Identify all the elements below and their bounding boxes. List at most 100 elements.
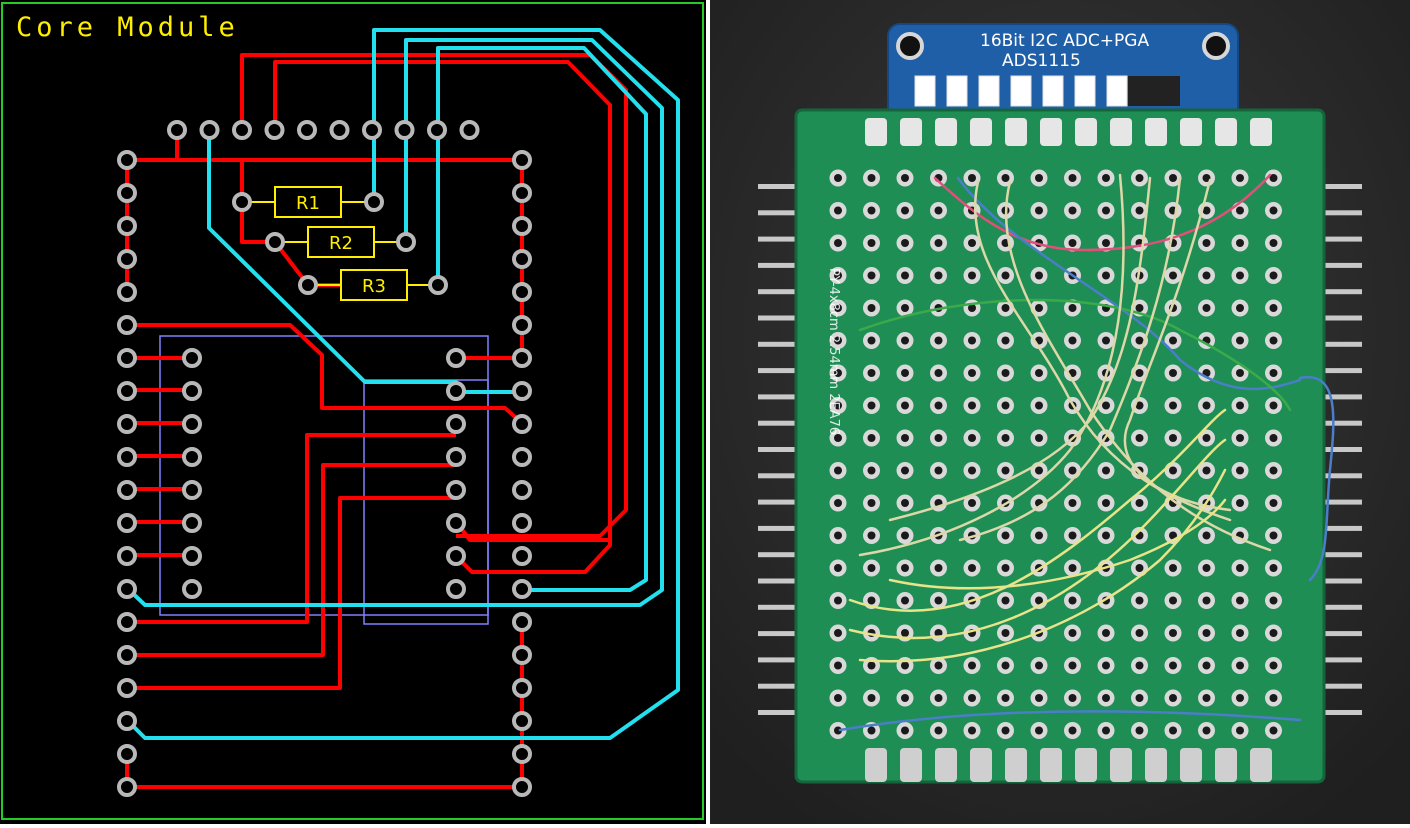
left-column-pad — [117, 645, 137, 665]
header-pin — [1320, 262, 1362, 268]
wire-white-3 — [858, 173, 1125, 557]
perfboard-hole — [1169, 694, 1177, 702]
trace-load — [127, 496, 456, 690]
schematic-title: Core Module — [16, 12, 239, 43]
perfboard-hole — [1269, 369, 1278, 377]
perfboard-hole — [867, 239, 876, 247]
header-pin — [1320, 578, 1362, 584]
perfboard-hole — [1068, 694, 1077, 702]
perfboard-hole — [1269, 596, 1278, 605]
perfboard-hole — [1135, 596, 1144, 605]
edge-pad — [900, 748, 922, 782]
perfboard-hole — [968, 661, 976, 670]
perfboard-hole — [867, 694, 876, 702]
header-pin — [758, 420, 800, 426]
perfboard-hole — [1068, 531, 1077, 540]
header-pin — [758, 525, 800, 531]
trace-sdi — [127, 433, 456, 624]
edge-pad — [970, 118, 992, 146]
trace-sclk — [127, 463, 456, 657]
perfboard-hole — [834, 629, 842, 637]
left-column-pad — [117, 777, 137, 797]
module-label: 16Bit I2C ADC+PGA — [980, 31, 1149, 51]
header-pad — [232, 120, 252, 140]
perfboard-hole — [1001, 661, 1010, 670]
module-pin-pad — [1042, 75, 1064, 107]
perfboard-hole — [1269, 694, 1278, 702]
perfboard-hole — [1202, 271, 1211, 280]
perfboard-hole — [1035, 596, 1043, 605]
perfboard-hole — [1202, 304, 1211, 312]
header-pin — [758, 184, 800, 189]
trace-pix-out — [127, 323, 524, 425]
perfboard-hole — [1269, 564, 1278, 572]
perfboard-hole — [1001, 564, 1010, 572]
perfboard-hole — [1068, 174, 1077, 182]
perfboard-hole — [1169, 434, 1177, 442]
edge-pad — [1180, 748, 1202, 782]
edge-pad — [1040, 748, 1062, 782]
edge-pad — [1145, 118, 1167, 146]
header-pin — [758, 499, 800, 505]
right-column-pad — [512, 216, 532, 236]
perfboard-hole — [1102, 726, 1110, 735]
perfboard-hole — [1001, 531, 1010, 540]
perfboard-hole — [834, 694, 842, 702]
perfboard-hole — [1001, 434, 1010, 442]
perfboard-hole — [934, 661, 943, 670]
adc-chip — [1128, 76, 1180, 106]
perfboard-hole — [1269, 466, 1278, 475]
resistor-pad — [265, 232, 285, 252]
perfboard-hole — [1169, 661, 1177, 670]
trace-a2 — [436, 46, 648, 592]
header-pins-left — [758, 184, 800, 715]
header-pin — [758, 368, 800, 374]
perfboard-hole — [901, 499, 909, 507]
right-column-pad — [512, 612, 532, 632]
perfboard-hole — [1269, 239, 1278, 247]
header-pin — [758, 683, 800, 689]
wire-white-6 — [1123, 178, 1232, 512]
resistor-pad — [232, 192, 252, 212]
perfboard-hole — [1202, 726, 1211, 735]
perfboard-hole — [1269, 174, 1278, 182]
perfboard-hole — [901, 304, 909, 312]
edge-pad — [935, 118, 957, 146]
module-pin-pad — [946, 75, 968, 107]
left-column-pad — [117, 711, 137, 731]
left-column-pad — [117, 447, 137, 467]
edge-pad — [1180, 118, 1202, 146]
wire-yellow-4 — [888, 498, 1227, 590]
perfboard-hole — [901, 726, 909, 735]
perfboard-hole — [867, 531, 876, 540]
perfboard-hole — [968, 466, 976, 475]
left-column-pad — [117, 414, 137, 434]
perfboard-hole — [1236, 466, 1244, 475]
perfboard-hole — [1202, 661, 1211, 670]
perfboard-hole — [1035, 206, 1043, 215]
perfboard-hole — [901, 596, 909, 605]
edge-pad — [1215, 118, 1237, 146]
perfboard-hole — [867, 466, 876, 475]
edge-pad — [1145, 748, 1167, 782]
perfboard-hole — [867, 369, 876, 377]
red-traces — [125, 53, 628, 789]
header-pin — [758, 289, 800, 295]
header-pad — [167, 120, 187, 140]
header-pin — [758, 657, 800, 663]
perfboard-hole — [1035, 434, 1043, 442]
perfboard-edge-pads-top — [865, 118, 1272, 146]
perfboard-hole — [901, 239, 909, 247]
perfboard-edge-pads-bottom — [865, 748, 1272, 782]
header-pin — [1320, 394, 1362, 400]
resistor-body — [274, 186, 342, 218]
module-pin-pad — [1074, 75, 1096, 107]
perfboard-hole — [1035, 174, 1043, 182]
perfboard-hole — [1035, 304, 1043, 312]
header-pin — [758, 236, 800, 242]
header-pin — [1320, 525, 1362, 531]
board-photo: 16Bit I2C ADC+PGA ADS1115 PY-4x8cm 2.54m… — [710, 0, 1410, 824]
perfboard-hole — [1102, 629, 1110, 637]
header-pin — [1320, 210, 1362, 216]
